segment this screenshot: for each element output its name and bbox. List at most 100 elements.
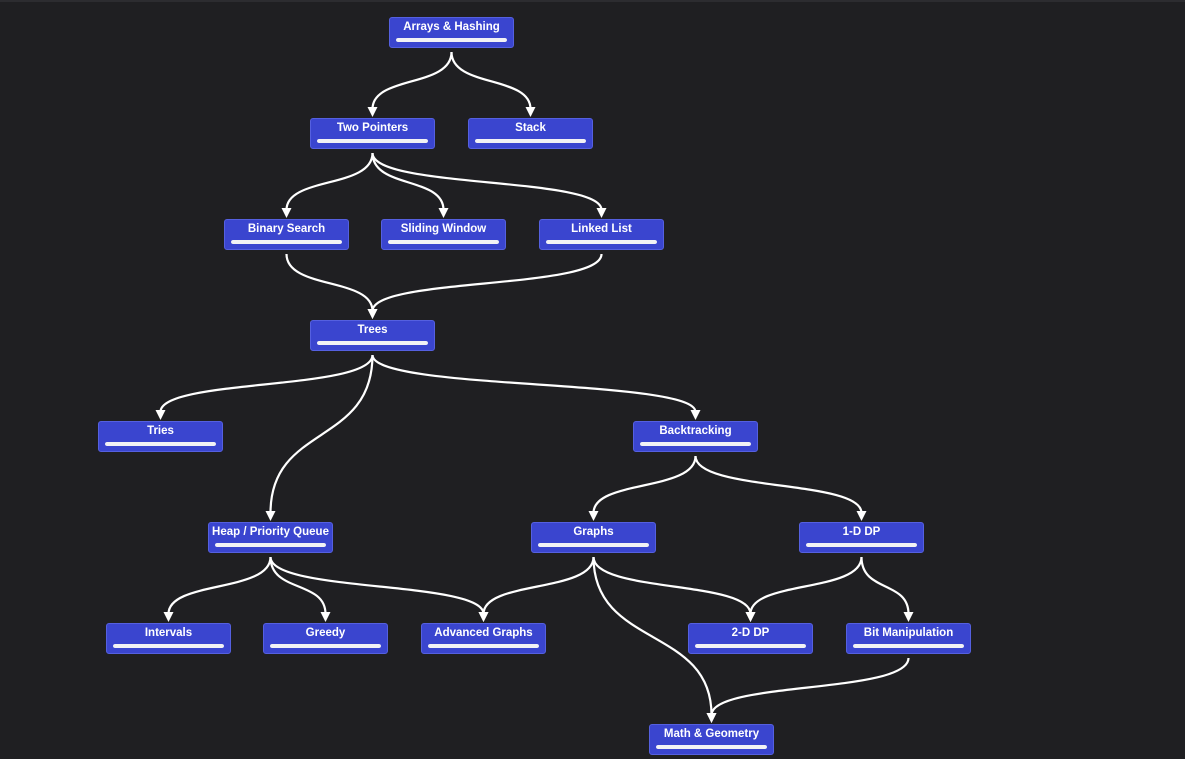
topic-progress-fill bbox=[656, 745, 767, 749]
arrowhead-icon bbox=[265, 511, 276, 521]
arrowhead-icon bbox=[438, 208, 449, 218]
edge-graphs-to-2d-dp bbox=[592, 556, 752, 615]
topic-progress-fill bbox=[105, 442, 216, 446]
topic-progress-bar bbox=[538, 543, 649, 547]
topic-node-bit-manipulation[interactable]: Bit Manipulation bbox=[846, 623, 971, 654]
topic-progress-fill bbox=[806, 543, 917, 547]
topic-progress-fill bbox=[475, 139, 586, 143]
edge-arrays-hashing-to-stack bbox=[450, 51, 532, 110]
arrowhead-icon bbox=[856, 511, 867, 521]
topic-node-greedy[interactable]: Greedy bbox=[263, 623, 388, 654]
topic-node-trees[interactable]: Trees bbox=[310, 320, 435, 351]
arrowhead-icon bbox=[690, 410, 701, 420]
arrowhead-icon bbox=[155, 410, 166, 420]
topic-progress-fill bbox=[640, 442, 751, 446]
topic-node-tries[interactable]: Tries bbox=[98, 421, 223, 452]
edge-linked-list-to-trees bbox=[371, 253, 603, 312]
topic-node-two-pointers[interactable]: Two Pointers bbox=[310, 118, 435, 149]
topic-progress-fill bbox=[113, 644, 224, 648]
edge-two-pointers-to-binary-search bbox=[285, 152, 374, 211]
topic-node-intervals[interactable]: Intervals bbox=[106, 623, 231, 654]
topic-progress-bar bbox=[396, 38, 507, 42]
arrowhead-icon bbox=[281, 208, 292, 218]
topic-node-graphs[interactable]: Graphs bbox=[531, 522, 656, 553]
edge-heap-priority-queue-to-greedy bbox=[269, 556, 327, 615]
arrowhead-icon bbox=[903, 612, 914, 622]
topic-progress-fill bbox=[396, 38, 507, 42]
topic-label: 2-D DP bbox=[731, 627, 770, 639]
arrowhead-icon bbox=[478, 612, 489, 622]
topic-label: Math & Geometry bbox=[663, 728, 760, 740]
topic-node-2d-dp[interactable]: 2-D DP bbox=[688, 623, 813, 654]
topic-node-advanced-graphs[interactable]: Advanced Graphs bbox=[421, 623, 546, 654]
edge-binary-search-to-trees bbox=[285, 253, 374, 312]
topic-progress-bar bbox=[231, 240, 342, 244]
topic-node-linked-list[interactable]: Linked List bbox=[539, 219, 664, 250]
edge-two-pointers-to-sliding-window bbox=[371, 152, 445, 211]
topic-label: Intervals bbox=[144, 627, 193, 639]
topic-progress-bar bbox=[475, 139, 586, 143]
topic-node-binary-search[interactable]: Binary Search bbox=[224, 219, 349, 250]
topic-progress-fill bbox=[538, 543, 649, 547]
topic-progress-bar bbox=[270, 644, 381, 648]
topic-label: Tries bbox=[147, 425, 174, 437]
topic-progress-bar bbox=[317, 139, 428, 143]
topic-node-1d-dp[interactable]: 1-D DP bbox=[799, 522, 924, 553]
arrowhead-icon bbox=[525, 107, 536, 117]
topic-label: Trees bbox=[357, 324, 388, 336]
edge-trees-to-backtracking bbox=[371, 354, 697, 413]
topic-progress-fill bbox=[317, 341, 428, 345]
arrowhead-icon bbox=[596, 208, 607, 218]
topic-progress-bar bbox=[853, 644, 964, 648]
edge-1d-dp-to-2d-dp bbox=[749, 556, 863, 615]
edge-trees-to-tries bbox=[159, 354, 374, 413]
topic-label: Sliding Window bbox=[400, 223, 487, 235]
topic-progress-fill bbox=[317, 139, 428, 143]
arrowhead-icon bbox=[320, 612, 331, 622]
edge-bit-manipulation-to-math-geometry bbox=[710, 657, 910, 716]
topic-label: Graphs bbox=[573, 526, 614, 538]
topic-progress-fill bbox=[215, 543, 326, 547]
topic-label: Binary Search bbox=[247, 223, 326, 235]
topic-label: Stack bbox=[515, 122, 546, 134]
topic-progress-bar bbox=[546, 240, 657, 244]
topic-progress-bar bbox=[388, 240, 499, 244]
topic-progress-bar bbox=[640, 442, 751, 446]
topic-progress-fill bbox=[270, 644, 381, 648]
topic-progress-bar bbox=[317, 341, 428, 345]
topic-node-backtracking[interactable]: Backtracking bbox=[633, 421, 758, 452]
edge-trees-to-heap-priority-queue bbox=[269, 354, 374, 514]
topic-label: Greedy bbox=[305, 627, 346, 639]
topic-progress-bar bbox=[656, 745, 767, 749]
topic-node-math-geometry[interactable]: Math & Geometry bbox=[649, 724, 774, 755]
topic-progress-bar bbox=[113, 644, 224, 648]
topic-label: Arrays & Hashing bbox=[403, 21, 500, 33]
edge-backtracking-to-graphs bbox=[592, 455, 697, 514]
edge-1d-dp-to-bit-manipulation bbox=[860, 556, 910, 615]
topic-label: Bit Manipulation bbox=[863, 627, 954, 639]
topic-label: Backtracking bbox=[659, 425, 732, 437]
topic-node-heap-priority-queue[interactable]: Heap / Priority Queue bbox=[208, 522, 333, 553]
edge-arrays-hashing-to-two-pointers bbox=[371, 51, 453, 110]
edge-backtracking-to-1d-dp bbox=[694, 455, 863, 514]
arrowhead-icon bbox=[745, 612, 756, 622]
arrowhead-icon bbox=[367, 309, 378, 319]
topic-label: Two Pointers bbox=[336, 122, 409, 134]
arrowhead-icon bbox=[588, 511, 599, 521]
topic-node-stack[interactable]: Stack bbox=[468, 118, 593, 149]
topic-node-sliding-window[interactable]: Sliding Window bbox=[381, 219, 506, 250]
edge-graphs-to-advanced-graphs bbox=[482, 556, 595, 615]
topic-progress-fill bbox=[695, 644, 806, 648]
topic-progress-fill bbox=[428, 644, 539, 648]
topic-progress-bar bbox=[695, 644, 806, 648]
topic-node-arrays-hashing[interactable]: Arrays & Hashing bbox=[389, 17, 514, 48]
edge-graphs-to-math-geometry bbox=[592, 556, 713, 716]
edge-two-pointers-to-linked-list bbox=[371, 152, 603, 211]
topic-progress-fill bbox=[231, 240, 342, 244]
topic-progress-bar bbox=[105, 442, 216, 446]
topic-progress-fill bbox=[853, 644, 964, 648]
topic-label: Advanced Graphs bbox=[434, 627, 533, 639]
edge-heap-priority-queue-to-advanced-graphs bbox=[269, 556, 485, 615]
